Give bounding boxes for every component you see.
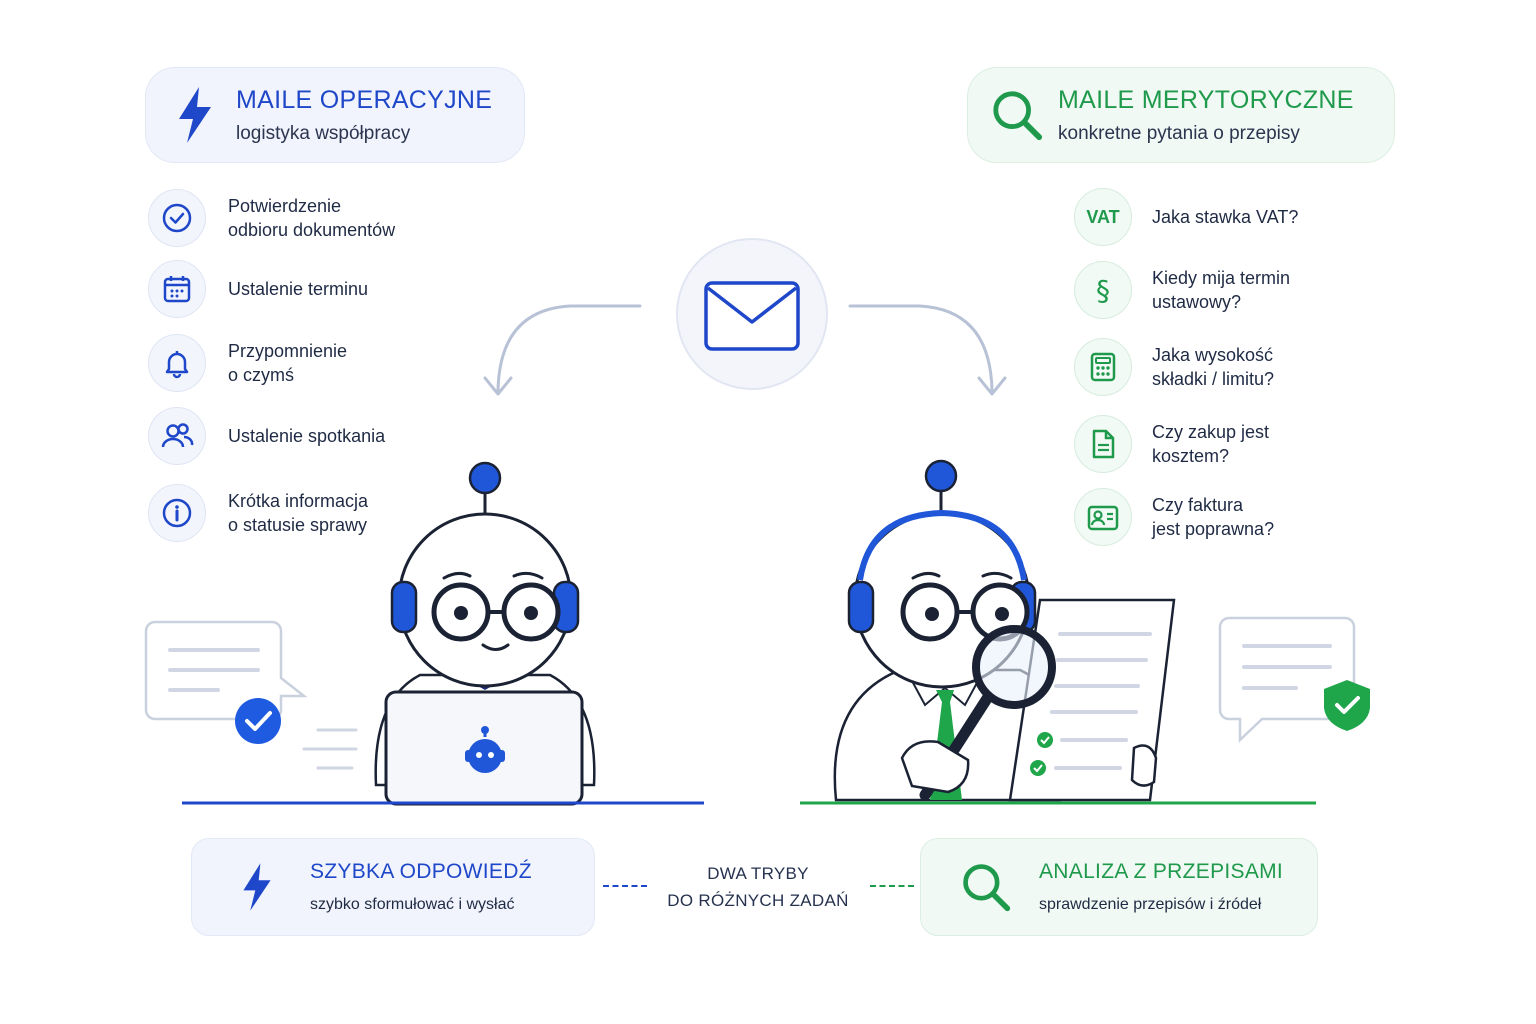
list-item-invoice: Czy faktura jest poprawna? <box>1074 488 1274 546</box>
list-item-label: Potwierdzenie odbioru dokumentów <box>228 196 396 240</box>
robot-left-illustration <box>182 461 704 806</box>
list-item-label: Ustalenie terminu <box>228 279 369 299</box>
speed-lines-icon <box>302 728 358 770</box>
list-item-label: Krótka informacja o statusie sprawy <box>228 491 369 535</box>
quick-reply-title: SZYBKA ODPOWIEDŹ <box>310 860 532 883</box>
list-item-status: Krótka informacja o statusie sprawy <box>148 484 368 542</box>
arrow-left-icon <box>483 304 642 396</box>
list-item-label: Jaka stawka VAT? <box>1152 207 1299 227</box>
vat-badge-icon: VAT <box>1074 188 1132 246</box>
quick-reply-box: SZYBKA ODPOWIEDŹ szybko sformułować i wy… <box>191 838 595 936</box>
list-item-label: Ustalenie spotkania <box>228 426 386 446</box>
lightning-icon <box>168 83 222 147</box>
dashed-connector-left <box>603 885 647 887</box>
list-item-meeting: Ustalenie spotkania <box>148 407 385 465</box>
envelope-icon <box>676 238 828 390</box>
lightning-icon <box>222 852 292 922</box>
calendar-icon <box>148 260 206 318</box>
list-item-label: Czy zakup jest kosztem? <box>1152 422 1270 466</box>
svg-text:§: § <box>1096 274 1110 307</box>
list-item-label: Czy faktura jest poprawna? <box>1152 495 1275 539</box>
people-icon <box>148 407 206 465</box>
magnifier-icon <box>990 83 1044 147</box>
shield-check-icon <box>1324 680 1370 731</box>
analysis-subtitle: sprawdzenie przepisów i źródeł <box>1039 896 1262 913</box>
list-item-statutory-deadline: § Kiedy mija termin ustawowy? <box>1074 261 1290 319</box>
arrow-right-icon <box>848 304 1007 396</box>
list-item-contribution: Jaka wysokość składki / limitu? <box>1074 338 1274 396</box>
two-modes-line1: DWA TRYBY <box>707 864 809 883</box>
list-item-label: Przypomnienie o czymś <box>228 341 348 385</box>
header-substantive-title: MAILE MERYTORYCZNE <box>1058 85 1354 114</box>
check-circle-icon <box>148 189 206 247</box>
analysis-title: ANALIZA Z PRZEPISAMI <box>1039 860 1284 883</box>
list-item-label: Jaka wysokość składki / limitu? <box>1152 345 1275 389</box>
list-item-confirmation: Potwierdzenie odbioru dokumentów <box>148 189 395 247</box>
magnifier-icon <box>951 852 1021 922</box>
bell-icon <box>148 334 206 392</box>
chat-bubble-left-icon <box>144 620 308 744</box>
list-item-vat: VAT Jaka stawka VAT? <box>1074 188 1298 246</box>
header-operational-title: MAILE OPERACYJNE <box>236 85 493 114</box>
analysis-box: ANALIZA Z PRZEPISAMI sprawdzenie przepis… <box>920 838 1318 936</box>
dashed-connector-right <box>870 885 914 887</box>
calculator-icon <box>1074 338 1132 396</box>
robot-right-illustration <box>800 459 1316 805</box>
list-item-label: Kiedy mija termin ustawowy? <box>1152 268 1291 312</box>
quick-reply-subtitle: szybko sformułować i wysłać <box>310 896 515 913</box>
header-substantive-subtitle: konkretne pytania o przepisy <box>1058 122 1300 144</box>
info-icon <box>148 484 206 542</box>
vat-badge-text: VAT <box>1086 206 1120 227</box>
list-item-cost: Czy zakup jest kosztem? <box>1074 415 1269 473</box>
chat-bubble-right-icon <box>1218 616 1356 743</box>
header-operational-subtitle: logistyka współpracy <box>236 122 411 144</box>
paragraph-icon: § <box>1074 261 1132 319</box>
header-operational: MAILE OPERACYJNE logistyka współpracy <box>145 67 525 163</box>
list-item-reminder: Przypomnienie o czymś <box>148 334 347 392</box>
header-substantive: MAILE MERYTORYCZNE konkretne pytania o p… <box>967 67 1395 163</box>
two-modes-line2: DO RÓŻNYCH ZADAŃ <box>667 891 849 910</box>
list-item-deadline: Ustalenie terminu <box>148 260 368 318</box>
invoice-person-icon <box>1074 488 1132 546</box>
two-modes-label: DWA TRYBY DO RÓŻNYCH ZADAŃ <box>650 860 866 914</box>
document-icon <box>1074 415 1132 473</box>
